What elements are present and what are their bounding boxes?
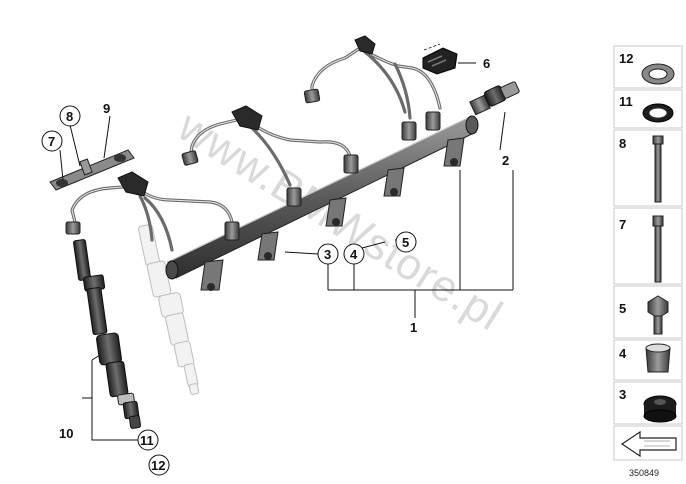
hex-screw-icon [647, 295, 669, 335]
callout-9: 9 [103, 101, 110, 116]
legend-label-3: 3 [619, 387, 626, 402]
callout-circle-7 [41, 130, 63, 152]
callout-8: 8 [66, 109, 73, 124]
callout-11: 11 [140, 433, 154, 448]
legend-label-12: 12 [619, 51, 633, 66]
legend-label-7: 7 [619, 217, 626, 232]
callout-12: 12 [151, 458, 165, 473]
injector-ghost [138, 224, 200, 395]
bracket-part [49, 149, 135, 191]
o-ring-icon [642, 103, 674, 123]
callout-circle-3 [317, 243, 339, 265]
parts-legend-panel: 12 11 8 7 5 [613, 45, 683, 478]
callout-10: 10 [59, 426, 73, 441]
callout-2: 2 [502, 153, 509, 168]
seal-ring-icon [641, 63, 675, 85]
legend-label-4: 4 [619, 346, 627, 361]
callout-6: 6 [483, 56, 490, 71]
diagram-id: 350849 [629, 468, 659, 478]
sleeve-icon [645, 343, 671, 373]
callout-circle-4 [343, 243, 365, 265]
legend-label-8: 8 [619, 136, 626, 151]
clip-part [422, 47, 458, 75]
callout-labels: 6 2 1 9 10 3 4 5 8 7 11 12 [41, 56, 509, 476]
callout-circle-5 [395, 231, 417, 253]
callout-3: 3 [324, 247, 331, 262]
callout-circle-12 [148, 454, 170, 476]
pipe-clamps [117, 35, 376, 197]
leader-lines [59, 43, 514, 441]
bolt-icon [652, 215, 664, 283]
legend-label-5: 5 [619, 301, 626, 316]
pipe-nuts [65, 88, 321, 235]
fuel-rail [165, 111, 479, 291]
pressure-sensor [469, 81, 520, 116]
callout-1: 1 [410, 320, 417, 335]
callout-5: 5 [402, 235, 409, 250]
callout-4: 4 [350, 247, 358, 262]
injector-part [73, 239, 142, 429]
arrow-shortcut-icon [620, 430, 677, 458]
legend-label-11: 11 [619, 94, 633, 109]
callout-7: 7 [48, 134, 55, 149]
long-bolt-icon [652, 135, 664, 203]
callout-circle-11 [137, 429, 159, 451]
grommet-icon [643, 395, 677, 423]
callout-circle-8 [59, 105, 81, 127]
